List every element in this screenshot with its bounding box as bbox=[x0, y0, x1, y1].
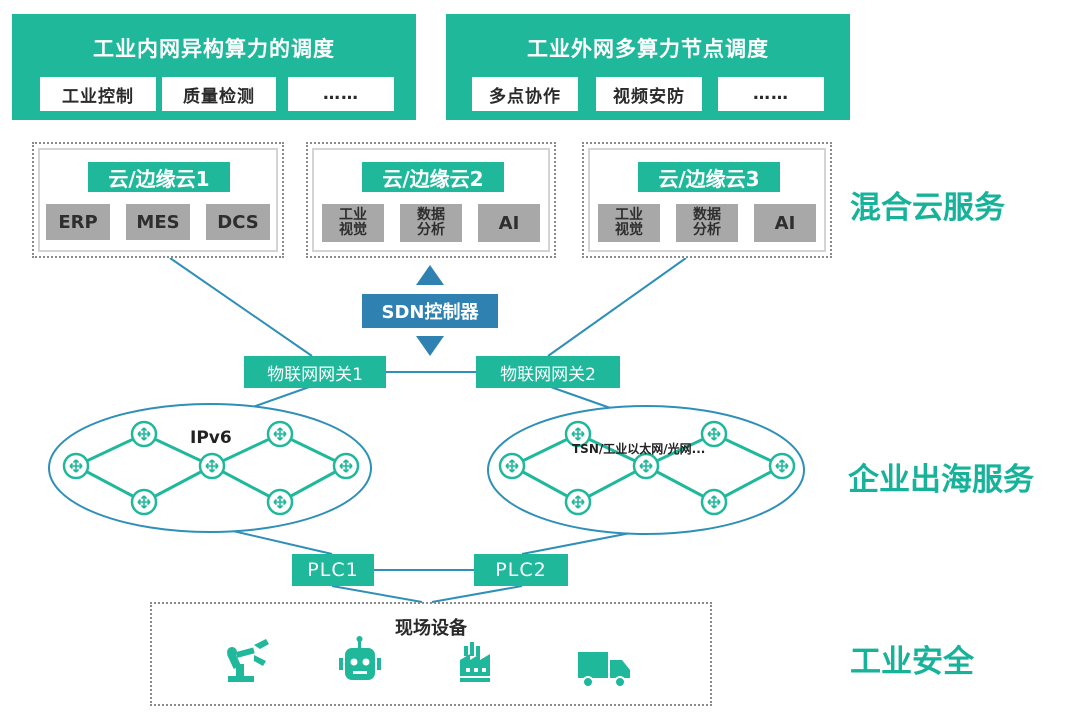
chip-more: …… bbox=[718, 77, 824, 111]
link-cloud3-gateway2 bbox=[547, 257, 687, 357]
side-label-industrial-security: 工业安全 bbox=[850, 644, 974, 680]
router-icon bbox=[632, 452, 660, 480]
router-icon bbox=[266, 488, 294, 516]
router-icon bbox=[564, 488, 592, 516]
plc-1: PLC1 bbox=[292, 554, 374, 586]
router-icon bbox=[130, 420, 158, 448]
router-icon bbox=[266, 420, 294, 448]
robot-icon bbox=[339, 636, 381, 680]
service-industrial-vision: 工业 视觉 bbox=[322, 204, 384, 242]
router-icon bbox=[498, 452, 526, 480]
link-plc1-field bbox=[331, 585, 423, 603]
router-icon bbox=[198, 452, 226, 480]
iot-gateway-1: 物联网网关1 bbox=[244, 356, 386, 388]
link-network1-plc1 bbox=[219, 527, 333, 555]
service-dcs: DCS bbox=[206, 204, 270, 240]
sdn-controller: SDN控制器 bbox=[362, 294, 498, 328]
service-data-analysis: 数据 分析 bbox=[400, 204, 462, 242]
router-icon bbox=[130, 488, 158, 516]
cloud-title: 云/边缘云1 bbox=[88, 162, 230, 192]
link-gateway2-network2 bbox=[547, 385, 617, 411]
truck-icon bbox=[578, 652, 630, 688]
factory-icon bbox=[460, 642, 490, 682]
arrow-down-icon bbox=[416, 336, 444, 356]
cloud-3: 云/边缘云3 工业 视觉 数据 分析 AI bbox=[582, 142, 832, 258]
router-icon bbox=[62, 452, 90, 480]
field-devices-box: 现场设备 bbox=[150, 602, 712, 706]
link-plc2-field bbox=[431, 585, 523, 603]
link-cloud1-gateway1 bbox=[169, 257, 313, 357]
chip-industrial-control: 工业控制 bbox=[40, 77, 156, 111]
top-box-title: 工业外网多算力节点调度 bbox=[527, 37, 769, 61]
top-box-external: 工业外网多算力节点调度 多点协作 视频安防 …… bbox=[446, 14, 850, 120]
service-erp: ERP bbox=[46, 204, 110, 240]
side-label-overseas: 企业出海服务 bbox=[848, 462, 1034, 498]
service-ai: AI bbox=[478, 204, 540, 242]
router-icon bbox=[332, 452, 360, 480]
side-label-hybrid-cloud: 混合云服务 bbox=[850, 190, 1005, 226]
chip-more: …… bbox=[288, 77, 394, 111]
service-mes: MES bbox=[126, 204, 190, 240]
network-label-ipv6: IPv6 bbox=[190, 428, 232, 448]
network-label-tsn: TSN/工业以太网/光网... bbox=[572, 442, 706, 456]
cloud-title: 云/边缘云3 bbox=[638, 162, 780, 192]
chip-video-security: 视频安防 bbox=[596, 77, 702, 111]
service-ai: AI bbox=[754, 204, 816, 242]
chip-multipoint-collab: 多点协作 bbox=[472, 77, 578, 111]
service-industrial-vision: 工业 视觉 bbox=[598, 204, 660, 242]
router-icon bbox=[768, 452, 796, 480]
iot-gateway-2: 物联网网关2 bbox=[476, 356, 620, 388]
top-box-internal: 工业内网异构算力的调度 工业控制 质量检测 …… bbox=[12, 14, 416, 120]
cloud-1: 云/边缘云1 ERP MES DCS bbox=[32, 142, 284, 258]
chip-quality-inspection: 质量检测 bbox=[162, 77, 276, 111]
cloud-title: 云/边缘云2 bbox=[362, 162, 504, 192]
link-gateway1-network1 bbox=[249, 385, 313, 409]
field-title: 现场设备 bbox=[395, 618, 467, 639]
router-icon bbox=[700, 420, 728, 448]
plc-2: PLC2 bbox=[474, 554, 568, 586]
cloud-2: 云/边缘云2 工业 视觉 数据 分析 AI bbox=[306, 142, 556, 258]
robot-arm-icon bbox=[226, 639, 269, 682]
service-data-analysis: 数据 分析 bbox=[676, 204, 738, 242]
arrow-up-icon bbox=[416, 265, 444, 285]
router-icon bbox=[700, 488, 728, 516]
top-box-title: 工业内网异构算力的调度 bbox=[93, 37, 335, 61]
